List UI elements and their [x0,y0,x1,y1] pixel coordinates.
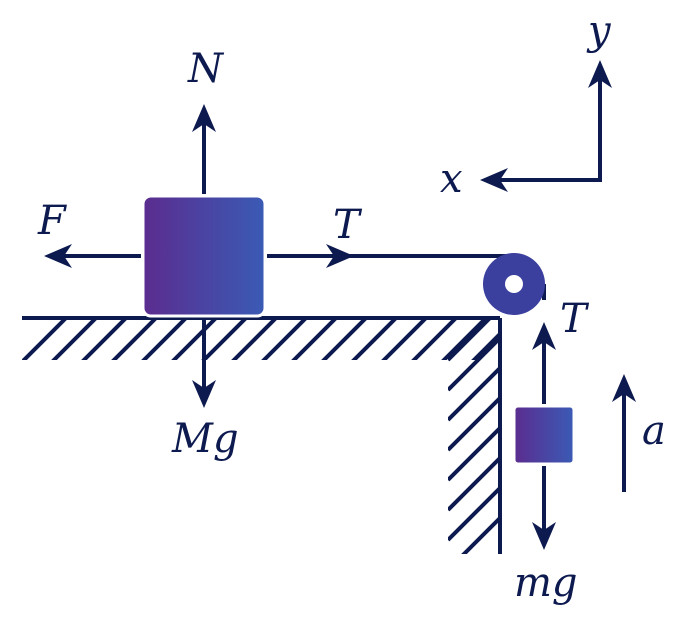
label-acceleration: a [642,408,666,454]
acceleration-arrow [612,374,636,492]
weight-large-arrow [192,318,216,408]
floor-hatching [22,318,500,360]
applied-force-arrow [44,244,141,268]
label-tension-vertical: T [560,296,590,342]
wall-surface [448,318,502,554]
label-weight-large: Mg [171,416,239,462]
pulley-icon [483,253,545,315]
block-large [141,194,267,318]
label-axis-y: y [586,8,612,54]
label-tension-horizontal: T [333,202,363,248]
weight-small-arrow [532,466,556,550]
label-applied-force: F [37,198,67,244]
tension-horizontal-arrow [267,244,354,268]
normal-force-arrow [192,104,216,194]
wall-hatching [448,318,500,554]
axis-x-arrowhead [480,168,508,192]
axis-y-arrowhead [588,60,612,88]
tension-vertical-arrow [532,322,556,404]
label-weight-small: mg [514,560,578,606]
coordinate-axes [480,60,612,192]
block-small [512,404,576,466]
floor-surface [22,316,500,360]
label-axis-x: x [440,156,463,202]
label-normal: N [187,46,225,92]
